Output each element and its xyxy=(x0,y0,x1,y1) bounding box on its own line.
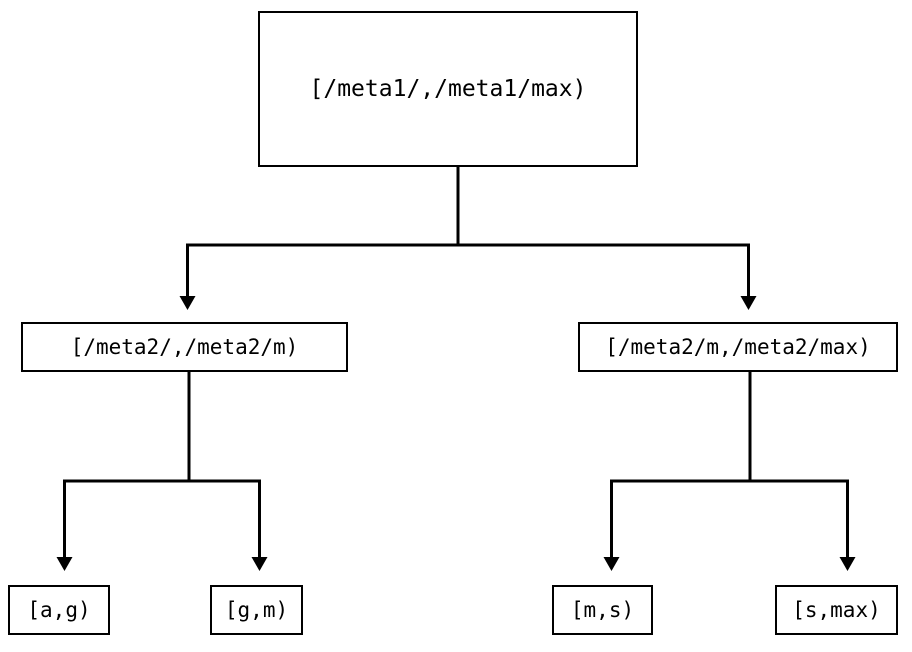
edge-meta2-low-to-leaf-gm xyxy=(189,479,268,571)
tree-node-root[interactable]: [/meta1/,/meta1/max) xyxy=(258,11,638,167)
arrowhead-icon xyxy=(603,557,620,571)
tree-node-leaf-smax[interactable]: [s,max) xyxy=(775,585,898,635)
tree-node-leaf-smax-label: [s,max) xyxy=(792,597,881,622)
edge-meta2-high-to-leaf-ms xyxy=(603,372,752,571)
tree-node-root-label: [/meta1/,/meta1/max) xyxy=(309,75,587,102)
arrowhead-icon xyxy=(179,296,196,310)
tree-node-leaf-gm-label: [g,m) xyxy=(224,597,289,622)
edge-meta2-high-to-leaf-smax xyxy=(750,479,856,571)
tree-node-leaf-ms[interactable]: [m,s) xyxy=(552,585,653,635)
arrowhead-icon xyxy=(56,557,73,571)
tree-node-leaf-gm[interactable]: [g,m) xyxy=(210,585,303,635)
edge-root-to-meta2-low xyxy=(179,167,460,310)
arrowhead-icon xyxy=(251,557,268,571)
arrowhead-icon xyxy=(839,557,856,571)
tree-node-meta2-high-label: [/meta2/m,/meta2/max) xyxy=(605,334,871,359)
edge-root-to-meta2-high xyxy=(458,243,757,310)
tree-node-leaf-ms-label: [m,s) xyxy=(570,597,635,622)
tree-node-meta2-low-label: [/meta2/,/meta2/m) xyxy=(70,334,299,359)
tree-node-leaf-ag-label: [a,g) xyxy=(27,597,91,622)
tree-node-meta2-high[interactable]: [/meta2/m,/meta2/max) xyxy=(578,322,898,372)
arrowhead-icon xyxy=(740,296,757,310)
edge-meta2-low-to-leaf-ag xyxy=(56,372,191,571)
tree-node-meta2-low[interactable]: [/meta2/,/meta2/m) xyxy=(21,322,348,372)
tree-node-leaf-ag[interactable]: [a,g) xyxy=(8,585,110,635)
